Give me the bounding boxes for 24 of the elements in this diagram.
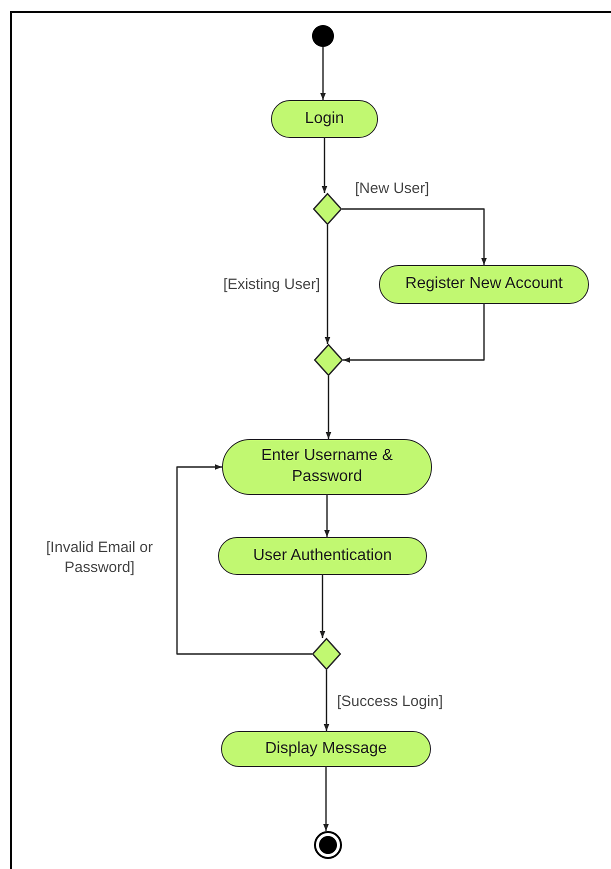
edge-label: [Success Login] xyxy=(337,692,443,712)
decision-diamond xyxy=(312,638,341,670)
action-node: Enter Username & Password xyxy=(222,439,432,495)
arrow xyxy=(324,225,330,344)
arrow xyxy=(322,138,328,193)
arrow xyxy=(326,376,332,439)
arrow xyxy=(176,464,312,655)
arrow xyxy=(320,47,326,100)
edge-label: [New User] xyxy=(355,179,430,200)
action-node: Register New Account xyxy=(379,265,589,304)
decision-diamond xyxy=(313,193,342,225)
end-node xyxy=(314,831,342,859)
action-node: User Authentication xyxy=(218,537,427,575)
action-node: Login xyxy=(271,100,378,138)
arrow xyxy=(320,575,326,638)
arrow xyxy=(324,495,330,537)
arrow xyxy=(323,767,329,831)
edge-label: [Existing User] xyxy=(223,275,320,296)
arrow xyxy=(324,670,330,731)
arrow xyxy=(342,208,487,265)
start-node xyxy=(312,25,334,47)
action-node: Display Message xyxy=(221,731,431,767)
arrow xyxy=(343,304,485,363)
decision-diamond xyxy=(314,344,343,376)
